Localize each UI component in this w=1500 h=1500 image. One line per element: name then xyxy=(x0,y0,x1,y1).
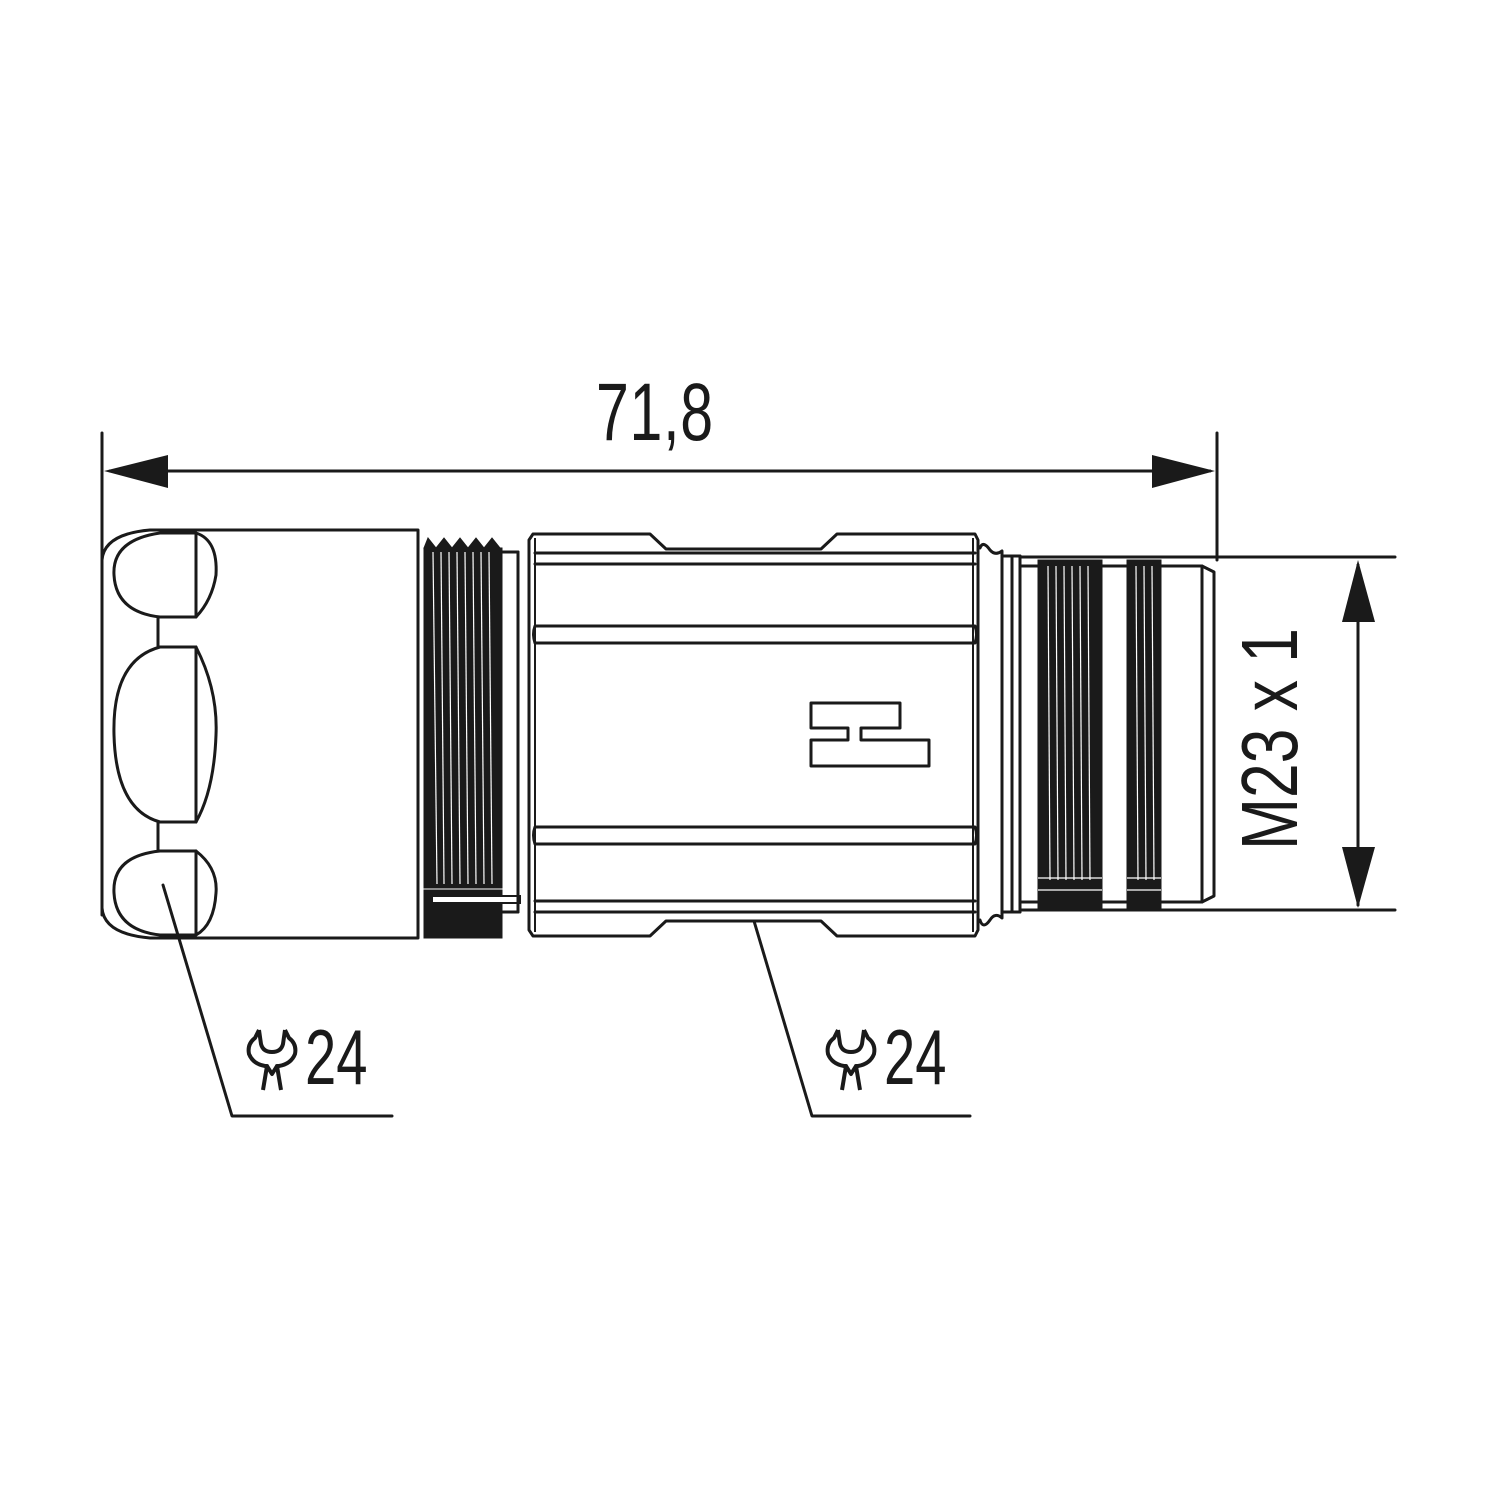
front-collar xyxy=(978,543,1004,927)
nut-lobe-bottom xyxy=(112,849,198,937)
wrench-icon xyxy=(246,1029,298,1091)
wrench-callout-nut: 24 xyxy=(243,1018,392,1096)
housing-groove-bottom xyxy=(532,825,978,846)
nut-lobe-top xyxy=(112,531,198,619)
thread-size-value: M23 x 1 xyxy=(1225,628,1314,850)
front-thread-group-1 xyxy=(1037,559,1103,911)
arrowhead-right xyxy=(1152,455,1215,488)
front-sleeve xyxy=(1159,564,1216,904)
overall-length-value: 71,8 xyxy=(596,367,714,458)
rear-thread xyxy=(423,537,521,939)
wrench-size-housing: 24 xyxy=(884,1013,947,1101)
nut-lobe-middle xyxy=(112,645,198,824)
housing-outline xyxy=(527,532,980,938)
nut-outline xyxy=(100,528,420,940)
rear-thread-crests-top xyxy=(423,537,502,549)
nut-lobe-bottom-cap xyxy=(194,849,218,937)
rear-thread-shaft xyxy=(431,895,521,904)
brand-logo-icon xyxy=(809,701,931,768)
leader-line-housing xyxy=(752,919,972,1118)
rear-thread-gaps xyxy=(432,551,493,885)
nut-lobe-middle-cap xyxy=(194,645,218,824)
arrowhead-bottom xyxy=(1342,847,1375,908)
nut-lobe-top-cap xyxy=(194,531,218,619)
wrench-icon xyxy=(825,1029,877,1091)
thread-dimension xyxy=(1208,555,1397,912)
wrench-size-nut: 24 xyxy=(305,1013,368,1101)
arrowhead-top xyxy=(1342,560,1375,622)
overall-length-dimension xyxy=(100,431,1219,917)
leader-lines xyxy=(161,883,972,1118)
housing-groove-top xyxy=(532,624,978,645)
wrench-callout-housing: 24 xyxy=(822,1018,971,1096)
arrowhead-left xyxy=(104,455,168,488)
leader-line-nut xyxy=(161,883,394,1118)
main-housing xyxy=(527,532,980,938)
front-section xyxy=(978,543,1216,927)
cable-gland-nut xyxy=(100,528,420,940)
